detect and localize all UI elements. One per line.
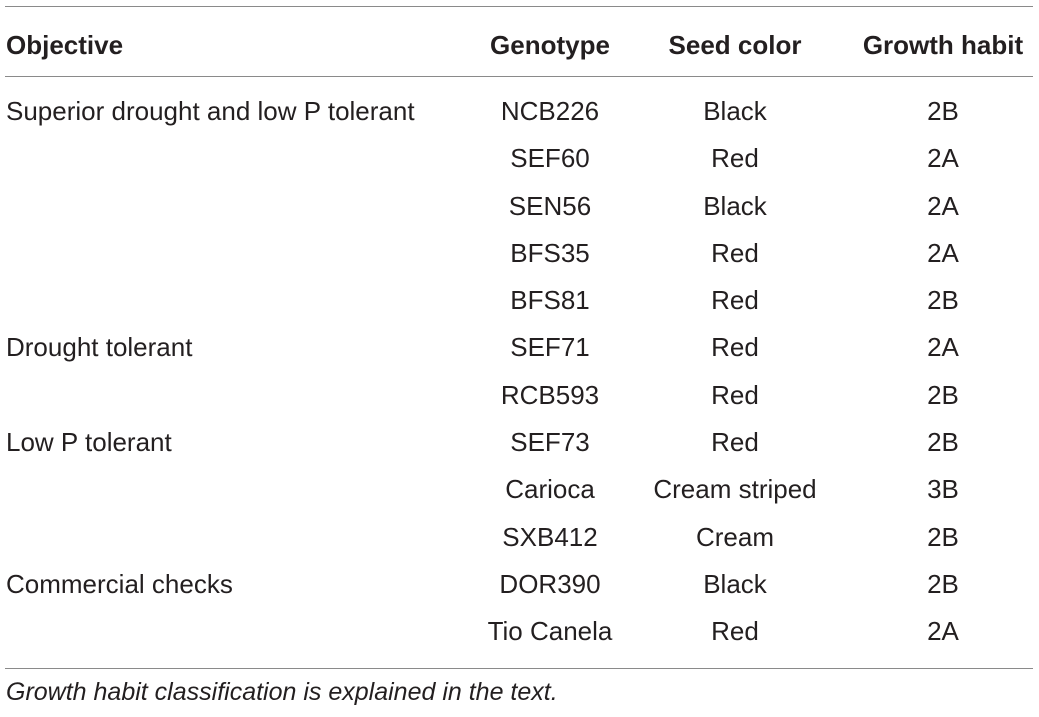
cell-seed-color: Red [711,616,759,647]
cell-seed-color: Black [703,568,767,599]
cell-growth-habit: 2B [927,379,959,410]
header-growth-habit: Growth habit [862,30,1024,60]
table-row: SEF60 Red 2A [0,135,1039,182]
table-row: Superior drought and low P tolerant NCB22… [0,88,1039,135]
cell-growth-habit: 2A [927,237,959,268]
cell-seed-color: Red [711,379,759,410]
cell-genotype: SEF73 [510,427,590,458]
table-row: Carioca Cream striped 3B [0,466,1039,513]
header-objective: Objective [6,30,124,60]
cell-genotype: SXB412 [502,521,598,552]
cell-growth-habit: 2A [927,143,959,174]
table-header-rule [5,76,1033,77]
cell-seed-color: Black [703,190,767,221]
table-footnote: Growth habit classification is explained… [6,678,558,706]
cell-genotype: BFS81 [510,285,590,316]
cell-growth-habit: 2A [927,616,959,647]
table-row: RCB593 Red 2B [0,372,1039,419]
cell-genotype: SEF60 [510,143,590,174]
cell-growth-habit: 2A [927,332,959,363]
table-body: Superior drought and low P tolerant NCB22… [0,88,1039,656]
cell-genotype: NCB226 [500,96,600,126]
table-row: Commercial checks DOR390 Black 2B [0,561,1039,608]
table-row: Low P tolerant SEF73 Red 2B [0,419,1039,466]
cell-genotype: RCB593 [500,379,600,410]
cell-seed-color: Red [711,332,759,363]
header-seed-color: Seed color [668,30,802,60]
cell-genotype: BFS35 [510,237,590,268]
cell-seed-color: Cream striped [653,474,817,505]
cell-seed-color: Red [711,237,759,268]
cell-seed-color: Red [711,285,759,316]
header-genotype: Genotype [490,30,610,60]
cell-growth-habit: 2B [927,568,959,599]
cell-seed-color: Cream [695,521,774,552]
table-bottom-rule [5,668,1033,669]
cell-growth-habit: 2B [927,285,959,316]
table-row: Tio Canela Red 2A [0,608,1039,655]
cell-growth-habit: 2B [927,96,959,126]
cell-objective: Superior drought and low P tolerant [6,96,415,126]
cell-growth-habit: 3B [927,474,959,505]
cell-genotype: SEN56 [508,190,592,221]
cell-genotype: SEF71 [510,332,590,363]
cell-growth-habit: 2B [927,427,959,458]
table-row: BFS35 Red 2A [0,230,1039,277]
cell-seed-color: Black [703,96,767,126]
cell-seed-color: Red [711,143,759,174]
cell-objective: Commercial checks [6,568,233,599]
table-row: SEN56 Black 2A [0,183,1039,230]
table-row: SXB412 Cream 2B [0,514,1039,561]
cell-genotype: Carioca [505,474,595,505]
cell-seed-color: Red [711,427,759,458]
cell-objective: Drought tolerant [6,332,193,363]
table-row: Drought tolerant SEF71 Red 2A [0,324,1039,371]
cell-genotype: Tio Canela [487,616,613,647]
table-header: Objective Genotype Seed color Growth hab… [0,6,1039,76]
cell-objective: Low P tolerant [6,427,172,458]
table-top-rule [5,6,1033,7]
cell-growth-habit: 2A [927,190,959,221]
table-row: BFS81 Red 2B [0,277,1039,324]
cell-growth-habit: 2B [927,521,959,552]
cell-genotype: DOR390 [499,568,601,599]
